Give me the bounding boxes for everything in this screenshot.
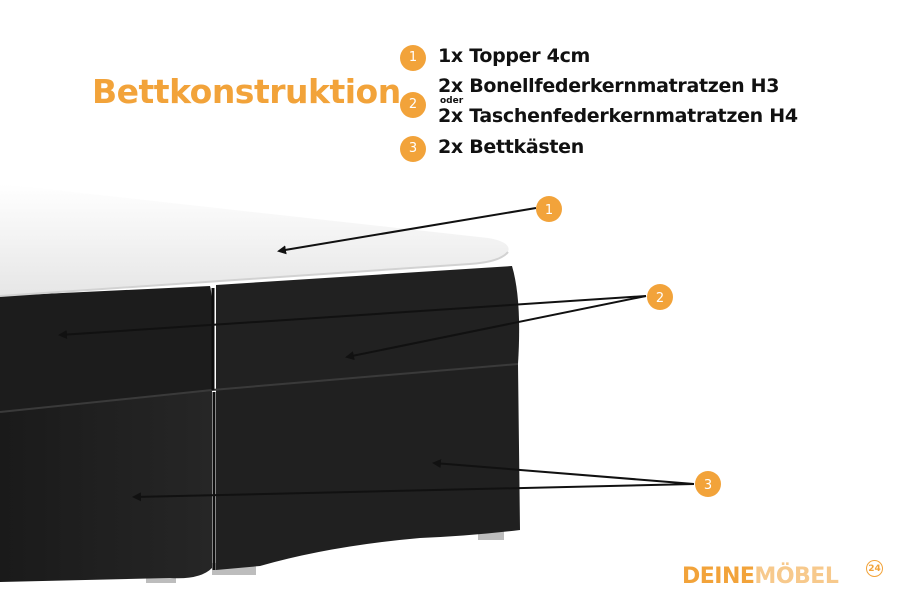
callout-label-2: 2 (656, 291, 664, 306)
arrow-box-right (432, 459, 695, 485)
legend-badge-2: 2 (400, 92, 426, 118)
arrow-box-left (132, 483, 695, 502)
legend-conjunction: oder (440, 96, 464, 106)
logo-badge: 24 (866, 560, 883, 577)
mattress-left (0, 286, 213, 412)
legend-text-2-alt: 2x Taschenfederkernmatratzen H4 (438, 105, 798, 127)
legend-text-3: 2x Bettkästen (438, 136, 584, 158)
topper (0, 184, 509, 296)
legend-badge-3: 3 (400, 136, 426, 162)
storage-box-left (0, 390, 212, 582)
arrow-mattress-left (58, 295, 647, 340)
callout-1: 1 (536, 196, 562, 222)
storage-box-right (216, 364, 520, 570)
callout-label-1: 1 (545, 203, 553, 218)
arrow-mattress-right (345, 295, 647, 361)
legend-badge-1: 1 (400, 45, 426, 71)
legend-text-1: 1x Topper 4cm (438, 45, 591, 67)
page-title: Bettkonstruktion (92, 72, 401, 111)
callout-label-3: 3 (704, 478, 712, 493)
callout-2: 2 (647, 284, 673, 310)
mattress-right (216, 266, 520, 390)
bed-foot (478, 530, 504, 540)
logo-part-1: DEINE (682, 564, 755, 589)
brand-logo: DEINEMÖBEL (682, 564, 839, 589)
callout-3: 3 (695, 471, 721, 497)
legend-text-2: 2x Bonellfederkernmatratzen H3 (438, 75, 780, 97)
logo-part-2: MÖBEL (754, 564, 839, 589)
arrow-topper (277, 207, 537, 255)
